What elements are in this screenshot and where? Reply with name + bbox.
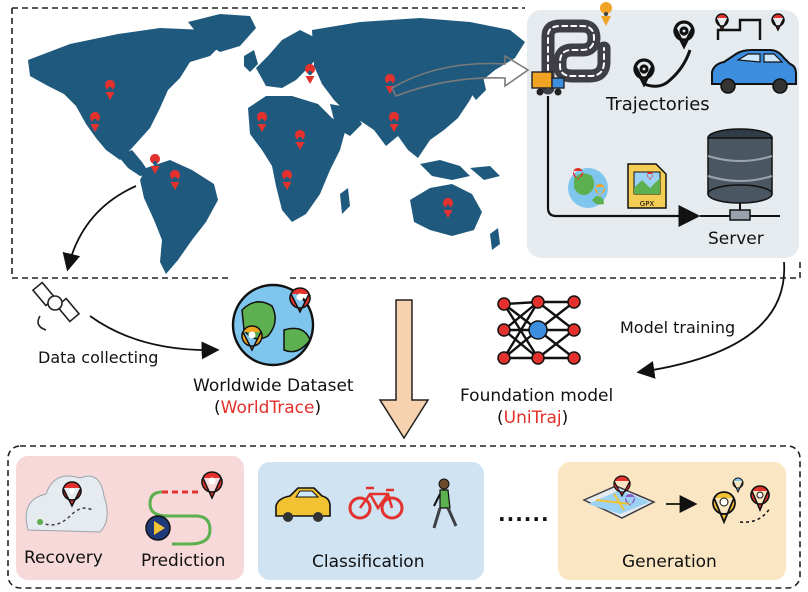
upload-arrow: [390, 54, 530, 98]
trajectories-label: Trajectories: [606, 94, 710, 115]
car-icon: [275, 487, 331, 522]
server-icon: [700, 128, 780, 221]
gpx-file-icon: [627, 163, 667, 209]
car-icon: [711, 13, 797, 94]
world-map: [28, 14, 525, 274]
more-tasks-ellipsis: ......: [498, 502, 550, 526]
prediction-label: Prediction: [141, 551, 226, 571]
collect-arrow: [89, 315, 220, 360]
training-arrow: [636, 261, 786, 379]
dataset-name: WorldTrace: [220, 398, 315, 418]
road-trajectory-icon: [541, 2, 613, 95]
map-to-satellite-arrow: [62, 185, 137, 272]
globe-dataset-icon: [231, 283, 315, 367]
server-label: Server: [708, 229, 764, 249]
generated-pins-icon: [712, 477, 771, 525]
model-training-label: Model training: [620, 318, 736, 337]
recovery-icon: [25, 475, 108, 533]
satellite-icon: [31, 281, 81, 331]
model-name: UniTraj: [503, 408, 562, 428]
pedestrian-icon: [432, 478, 458, 529]
data-collecting-label: Data collecting: [38, 348, 159, 367]
model-title: Foundation model: [460, 386, 614, 406]
route-pins-icon: [633, 20, 695, 88]
dataset-name-line: (WorldTrace): [214, 398, 322, 418]
prediction-icon: [145, 471, 223, 546]
gpx-label: GPX: [640, 200, 655, 208]
model-name-line: (UniTraj): [497, 408, 569, 428]
bicycle-icon: [348, 486, 404, 520]
classification-label: Classification: [312, 552, 425, 572]
tasks-frame: [7, 445, 801, 589]
collection-frame: [11, 7, 801, 279]
neural-network-icon: [497, 295, 581, 365]
downstream-arrow: [378, 299, 430, 440]
dataset-title: Worldwide Dataset: [193, 376, 354, 396]
recovery-label: Recovery: [24, 548, 103, 568]
to-server-arrow: [546, 96, 701, 227]
truck-icon: [531, 71, 565, 96]
mobile-map-icon: [582, 475, 656, 519]
map-pin-icon: [305, 64, 316, 84]
generation-label: Generation: [622, 552, 717, 572]
globe-icon: [568, 168, 608, 208]
